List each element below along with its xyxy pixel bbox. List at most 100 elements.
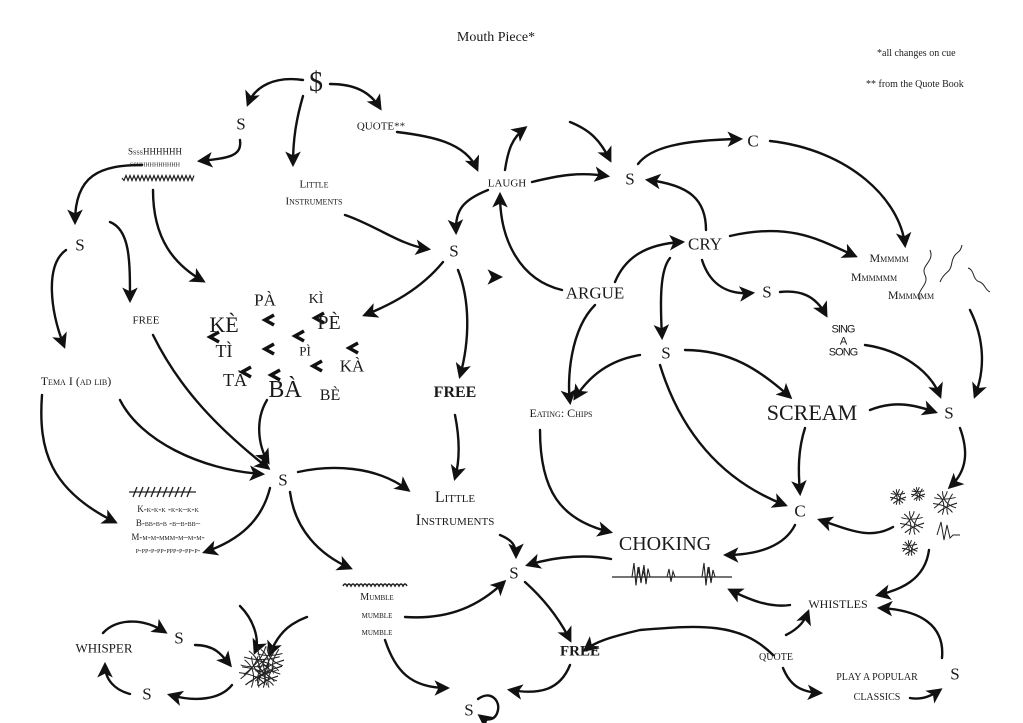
flow-arrow — [383, 638, 451, 696]
flow-arrow — [863, 343, 943, 399]
waveform-burst-icon — [631, 562, 641, 586]
flow-arrow — [908, 688, 943, 704]
flow-arrow — [40, 393, 118, 524]
mmm-line-3: Mmmmmm — [887, 288, 935, 303]
play-line-1: PLAY A POPULAR — [836, 672, 918, 683]
sing-line-3: SONG — [828, 346, 858, 359]
node-quote-bottom: QUOTE — [759, 652, 793, 663]
tally-mark-icon — [132, 486, 138, 498]
flow-arrow — [403, 579, 507, 619]
flow-arrow — [968, 308, 987, 399]
node-s-after-scream: S — [944, 403, 954, 423]
flow-arrow — [683, 348, 793, 400]
flow-arrow — [296, 466, 411, 492]
flow-arrow — [791, 426, 807, 497]
syllable-ki: KÌ — [308, 292, 324, 307]
flow-arrow — [573, 353, 642, 401]
flow-arrow — [254, 398, 270, 465]
chevron-left-icon — [261, 342, 275, 356]
node-little-instruments-center: Little Instruments — [416, 486, 495, 532]
node-free-left: FREE — [132, 314, 160, 327]
node-cry: CRY — [687, 234, 723, 254]
node-little-instruments-top: Little Instruments — [285, 177, 342, 210]
flow-arrow — [658, 363, 788, 508]
mmm-line-2: Mmmmmm — [850, 269, 898, 284]
hiss-scribble-icon — [121, 173, 195, 183]
node-c-top: C — [747, 131, 759, 151]
flow-arrow — [728, 229, 858, 258]
sing-line-1: SING — [831, 323, 856, 336]
flow-arrow — [238, 604, 267, 655]
node-scream: SCREAM — [766, 400, 858, 425]
node-s-mid-right: S — [661, 343, 671, 363]
tally-mark-icon — [180, 486, 186, 498]
flow-arrow — [67, 163, 144, 226]
flow-arrow — [644, 173, 708, 232]
syllable-pi: PÌ — [299, 343, 311, 359]
flow-arrow — [118, 398, 266, 481]
flow-arrow — [108, 220, 138, 304]
flow-arrow — [196, 138, 242, 168]
flow-arrow — [97, 661, 132, 696]
flow-arrow — [245, 77, 305, 107]
node-sssh: SsssHHHHHH sshhhhhhhhhh — [128, 146, 182, 169]
flow-arrow — [193, 643, 232, 668]
play-line-2: CLASSICS — [853, 692, 901, 703]
chevron-left-icon — [309, 359, 323, 373]
syllable-ta: TÀ — [223, 370, 247, 390]
node-s-whisper-bottom: S — [142, 684, 152, 704]
waveform-burst-icon — [641, 564, 651, 585]
flow-arrow — [727, 588, 792, 607]
flow-arrow — [582, 625, 775, 657]
noise-blob-icon — [899, 511, 925, 535]
flow-arrow — [817, 516, 895, 535]
flow-arrow — [530, 166, 611, 184]
node-laugh: LAUGH — [487, 177, 527, 190]
flow-arrow — [700, 258, 756, 302]
flow-arrow — [395, 130, 480, 172]
syllable-ka: KÀ — [339, 356, 365, 376]
flow-arrow — [288, 490, 353, 571]
waveform-burst-icon — [701, 562, 711, 586]
node-s-left: S — [75, 235, 85, 255]
chevron-left-icon — [261, 313, 275, 327]
waveform-burst-icon — [666, 568, 676, 582]
sssh-line-1: SsssHHHHHH — [127, 146, 183, 157]
flow-arrow — [784, 609, 811, 637]
syllable-ba: BÀ — [268, 377, 302, 403]
node-s-center: S — [449, 241, 459, 261]
flow-arrow — [151, 333, 271, 470]
tally-mark-icon — [150, 486, 156, 498]
chevron-left-icon — [345, 341, 359, 355]
flow-arrow — [768, 139, 912, 249]
chevron-left-icon — [291, 329, 305, 343]
diagram-title: Mouth Piece* — [456, 30, 536, 45]
mumble-line-2: mumble — [361, 609, 393, 621]
flow-arrow — [151, 188, 206, 283]
flow-arrow — [874, 548, 931, 600]
flow-arrow — [506, 663, 572, 700]
node-play-popular-classics: PLAY A POPULAR CLASSICS — [836, 668, 918, 708]
flow-arrow — [328, 82, 382, 111]
node-free-bottom: FREE — [559, 643, 601, 660]
syllable-pa: PÀ — [254, 290, 276, 310]
syllable-pe: PÈ — [317, 312, 341, 334]
flow-arrow — [455, 268, 471, 380]
little-instruments-line-1: Little — [434, 488, 476, 506]
node-s-whisper-top: S — [174, 628, 184, 648]
flow-arrow — [868, 400, 938, 416]
flow-arrow — [613, 234, 686, 284]
mumble-line-3: mumble — [361, 626, 393, 638]
flow-arrow — [166, 683, 234, 706]
little-instruments-line-2: Instruments — [285, 195, 343, 207]
flow-arrow — [653, 256, 672, 341]
flow-arrow — [523, 580, 572, 643]
tally-mark-icon — [168, 486, 174, 498]
waveform-burst-icon — [936, 521, 960, 541]
wavy-line-icon — [342, 583, 408, 588]
flow-arrow — [498, 533, 524, 560]
flow-arrow — [876, 600, 944, 660]
waveform-burst-icon — [636, 566, 646, 584]
mmm-line-1: Mmmmm — [869, 251, 909, 266]
